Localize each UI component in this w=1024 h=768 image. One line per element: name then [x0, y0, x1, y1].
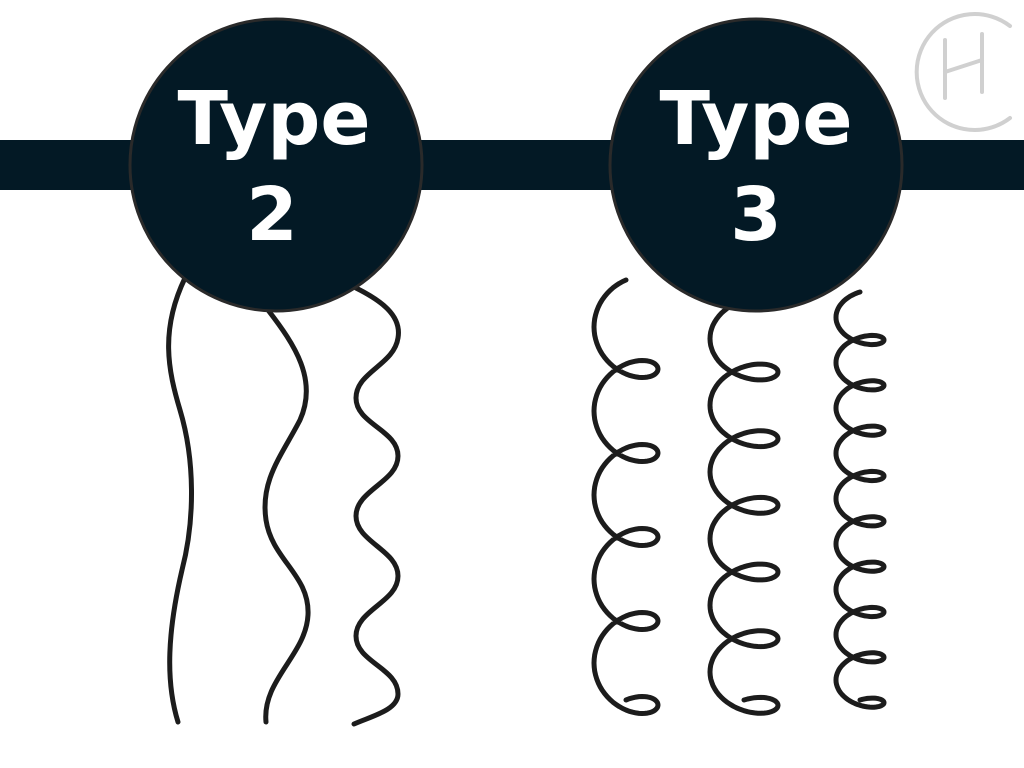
type-3-strand-medium-curl [710, 300, 778, 713]
type-2-strand-medium-wave [265, 310, 308, 722]
type-2-badge: Type 2 [130, 19, 422, 311]
type-3-word: Type [659, 76, 852, 162]
h-monogram-logo-icon [917, 14, 1010, 130]
type-3-circle [610, 19, 902, 311]
type-2-circle [130, 19, 422, 311]
type-2-strand-straight-wave [169, 278, 192, 722]
type-2-word: Type [177, 76, 370, 162]
type-3-strands [594, 280, 884, 714]
type-3-number: 3 [730, 172, 782, 258]
type-2-number: 2 [246, 172, 298, 258]
type-3-strand-loose-curl [594, 280, 658, 714]
type-3-strand-tight-curl [836, 292, 884, 707]
type-2-strand-tight-wave [354, 288, 398, 724]
type-2-strands [169, 278, 399, 724]
type-3-badge: Type 3 [610, 19, 902, 311]
logo-ring [917, 14, 1010, 130]
